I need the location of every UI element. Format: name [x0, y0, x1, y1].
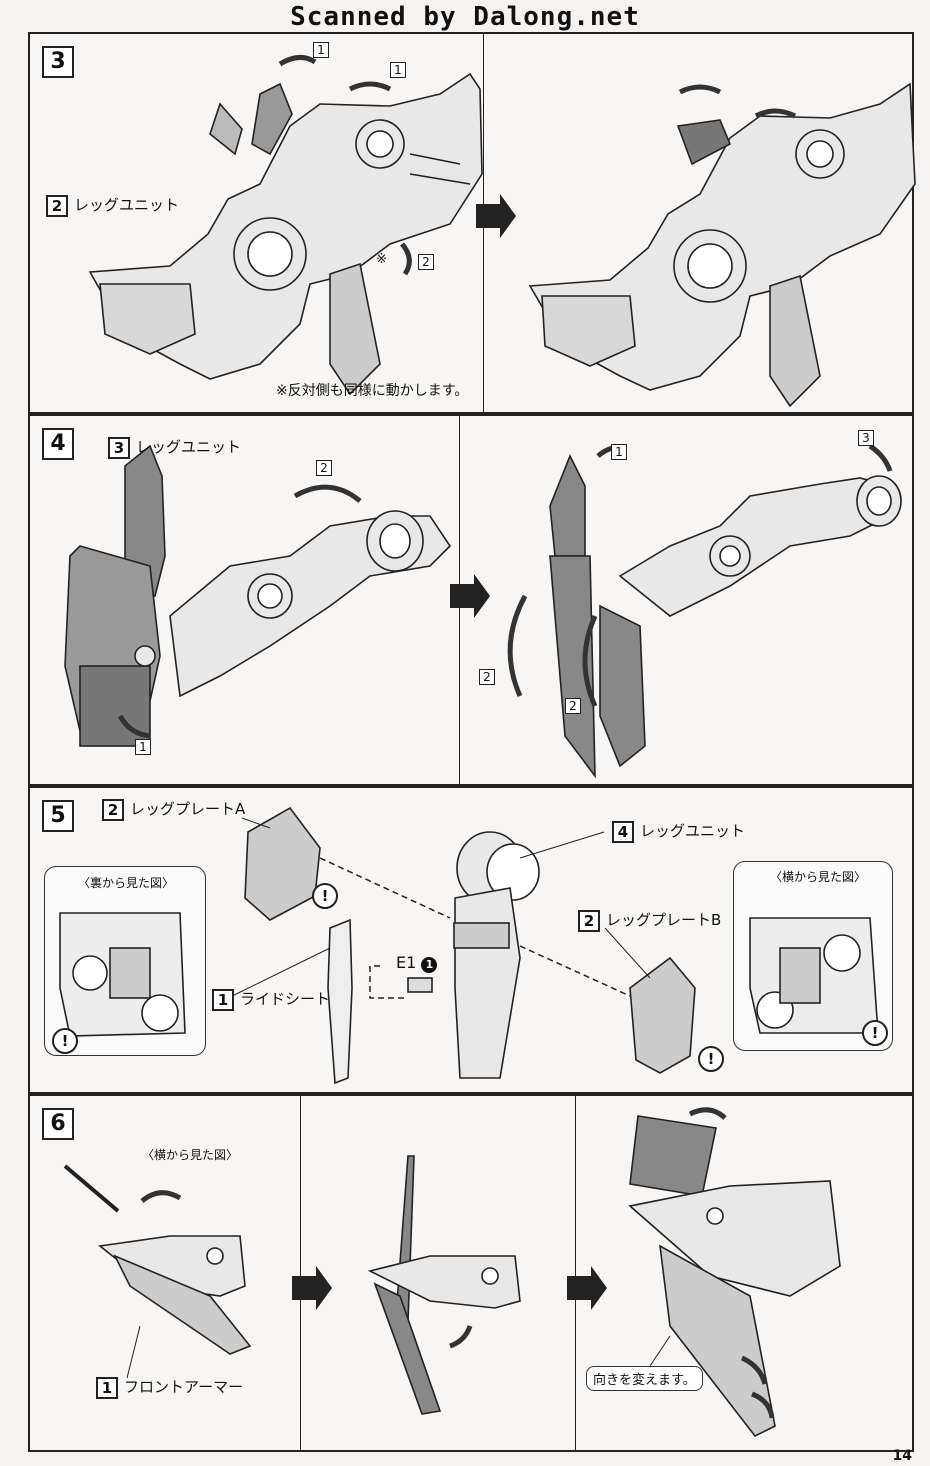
caution-icon: ! — [52, 1028, 78, 1054]
part-name: レッグユニット — [136, 438, 242, 456]
step-3-panel: 3 1 1 2 ※ — [28, 32, 916, 414]
asterisk-mark: ※ — [376, 252, 387, 267]
side-view-title: 〈横から見た図〉 — [142, 1148, 239, 1162]
arrow-number: 1 — [611, 444, 627, 460]
part-number: 1 — [212, 988, 234, 1011]
part-number: 2 — [46, 194, 68, 217]
caution-icon: ! — [312, 883, 338, 909]
arrow-number: 2 — [565, 698, 581, 714]
step-5-illustration — [59, 806, 879, 1085]
part-number: 2 — [102, 798, 124, 821]
arrow-number: 1 — [135, 739, 151, 755]
part-number: 2 — [578, 909, 600, 932]
part-label-front-armor: 1 フロントアーマー — [96, 1376, 243, 1399]
arrow-number: 2 — [418, 254, 434, 270]
part-name: レッグユニット — [74, 196, 180, 214]
part-code: E1 1 — [396, 953, 438, 973]
arrow-number: 3 — [858, 430, 874, 446]
orientation-callout: 向きを変えます。 — [586, 1366, 703, 1391]
part-number: 1 — [96, 1376, 118, 1399]
part-name: ライドシート — [240, 990, 331, 1008]
part-number: 4 — [612, 820, 634, 843]
arrow-number: 2 — [316, 460, 332, 476]
side-view-title: 〈横から見た図〉 — [770, 870, 867, 884]
part-number: 3 — [108, 436, 130, 459]
part-label-leg-unit: 3 レッグユニット — [108, 436, 241, 459]
step-5-panel: 5 〈裏から見た図〉 〈横から見た図〉 — [28, 786, 914, 1094]
part-label-leg-unit: 2 レッグユニット — [46, 194, 179, 217]
part-label-leg-plate-b: 2 レッグプレートB — [578, 909, 721, 932]
step-number: 6 — [42, 1108, 74, 1140]
step-3-note: ※反対側も同様に動かします。 — [276, 383, 469, 399]
arrow-number: 1 — [313, 42, 329, 58]
step-6-illustration — [63, 1107, 841, 1438]
page-number: 14 — [892, 1448, 912, 1464]
step-number: 4 — [42, 428, 74, 460]
scan-watermark-header: Scanned by Dalong.net — [290, 2, 640, 32]
step-6-panel: 6 〈横から見た図〉 — [28, 1094, 914, 1452]
arrow-number: 2 — [479, 669, 495, 685]
part-name: レッグプレートA — [130, 800, 246, 818]
step-number: 3 — [42, 46, 74, 78]
part-name: レッグプレートB — [606, 911, 722, 929]
panel-divider — [300, 1096, 301, 1450]
step-4-illustration — [64, 443, 902, 779]
arrow-number: 1 — [390, 62, 406, 78]
part-label-leg-unit: 4 レッグユニット — [612, 820, 745, 843]
step-4-panel: 4 2 1 1 3 — [28, 414, 914, 786]
quantity-badge: 1 — [421, 957, 438, 973]
back-view-title: 〈裏から見た図〉 — [78, 876, 175, 890]
step-number: 5 — [42, 800, 74, 832]
panel-divider — [575, 1096, 576, 1450]
part-label-ride-sheet: 1 ライドシート — [212, 988, 330, 1011]
part-label-leg-plate-a: 2 レッグプレートA — [102, 798, 245, 821]
caution-icon: ! — [862, 1020, 888, 1046]
part-name: フロントアーマー — [124, 1378, 244, 1396]
step-3-illustration — [88, 55, 916, 408]
caution-icon: ! — [698, 1046, 724, 1072]
part-name: レッグユニット — [640, 822, 746, 840]
